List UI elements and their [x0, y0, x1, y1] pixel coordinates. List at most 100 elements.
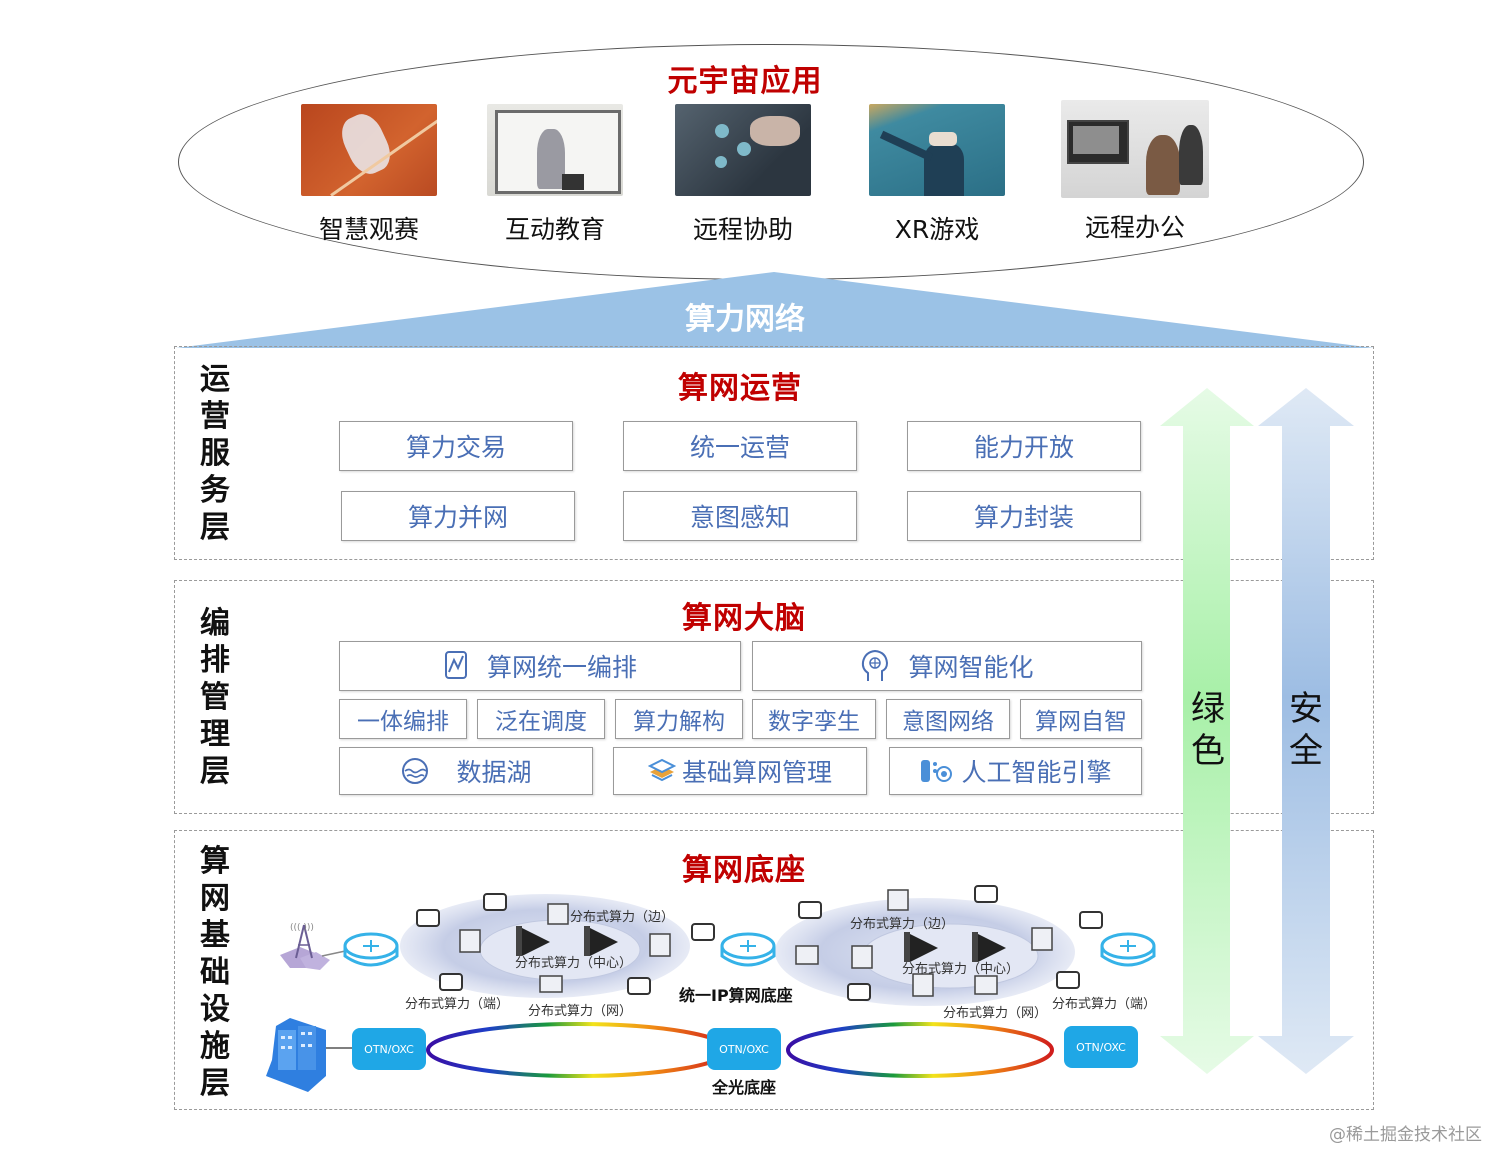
ops-item-compute-trading[interactable]: 算力交易 [339, 421, 573, 471]
brain-item-basic-management[interactable]: 基础算网管理 [613, 747, 867, 795]
brain-item-label: 基础算网管理 [681, 758, 832, 787]
ops-item-compute-grid-connection[interactable]: 算力并网 [341, 491, 575, 541]
app-label: XR游戏 [894, 215, 980, 244]
label-char: 排 [200, 643, 230, 678]
side-arrows [1160, 388, 1354, 1074]
brain-subitem[interactable]: 一体编排 [339, 699, 467, 739]
label-char: 安 [1289, 689, 1323, 729]
router-icon [720, 932, 776, 967]
label-char: 层 [200, 510, 230, 545]
data-lake-icon [400, 756, 430, 786]
label-char: 础 [200, 955, 230, 990]
center-compute-label: 分布式算力（中心） [902, 962, 1020, 977]
label-char: 运 [200, 362, 230, 397]
label-char: 管 [200, 680, 230, 715]
teacher-whiteboard-photo [487, 104, 623, 196]
label-char: 网 [200, 881, 230, 916]
green-arrow-label: 绿 色 [1188, 688, 1228, 772]
otn-oxc-node: OTN/OXC [352, 1028, 426, 1070]
app-label: 远程协助 [692, 215, 793, 244]
security-double-arrow [1258, 388, 1354, 1074]
infrastructure-layer-label: 算 网 基 础 设 施 层 [197, 843, 233, 1102]
ops-item-compute-encapsulation[interactable]: 算力封装 [907, 491, 1141, 541]
cell-tower-icon: ((( ))) [280, 923, 330, 970]
optical-ring-right [786, 1022, 1054, 1078]
ops-item-capability-opening[interactable]: 能力开放 [907, 421, 1141, 471]
center-compute-icons [516, 926, 1006, 962]
label-char: 营 [200, 399, 230, 434]
network-compute-label: 分布式算力（网） [528, 1004, 633, 1019]
end-compute-label: 分布式算力（端） [1052, 997, 1157, 1012]
ai-engine-icon [919, 757, 953, 785]
edge-compute-label: 分布式算力（边） [850, 917, 955, 932]
watermark: @稀土掘金技术社区 [1329, 1125, 1482, 1145]
brain-subitem[interactable]: 算力解构 [615, 699, 743, 739]
brain-item-data-lake[interactable]: 数据湖 [339, 747, 593, 795]
label-char: 设 [200, 992, 230, 1027]
otn-oxc-node: OTN/OXC [707, 1028, 781, 1070]
app-item: 互动教育 [480, 104, 630, 246]
label-char: 算 [200, 844, 230, 879]
compute-network-banner [176, 272, 1374, 348]
brain-subitem[interactable]: 意图网络 [886, 699, 1010, 739]
label-char: 层 [200, 754, 230, 789]
edge-compute-label: 分布式算力（边） [570, 910, 675, 925]
svg-text:((( ))): ((( ))) [290, 923, 314, 933]
server-icons [459, 889, 1053, 997]
chart-document-icon [443, 650, 469, 682]
video-conference-photo [1061, 100, 1209, 198]
label-char: 施 [200, 1029, 230, 1064]
app-item: 远程办公 [1060, 100, 1210, 244]
terminal-device-icons [416, 885, 1103, 1001]
metaverse-title: 元宇宙应用 [667, 64, 823, 99]
hand-touch-interface-photo [675, 104, 811, 196]
vr-headset-player-photo [869, 104, 1005, 196]
brain-subitem[interactable]: 泛在调度 [477, 699, 605, 739]
optical-base-label: 全光底座 [712, 1078, 777, 1097]
infrastructure-title: 算网底座 [682, 853, 806, 888]
orchestration-layer: 编 排 管 理 层 算网大脑 算网统一编排 算网智能化 一体编排 泛在调度 算力… [174, 580, 1374, 814]
label-char: 服 [200, 436, 230, 471]
brain-item-intelligence[interactable]: 算网智能化 [752, 641, 1142, 691]
brain-item-unified-orchestration[interactable]: 算网统一编排 [339, 641, 741, 691]
label-char: 理 [200, 717, 230, 752]
app-item: XR游戏 [862, 104, 1012, 246]
brain-item-label: 数据湖 [456, 758, 532, 787]
label-char: 编 [200, 606, 230, 641]
operations-layer-label: 运 营 服 务 层 [197, 361, 233, 546]
green-double-arrow [1160, 388, 1254, 1074]
app-item: 远程协助 [668, 104, 818, 246]
label-char: 色 [1191, 731, 1225, 771]
label-char: 务 [200, 473, 230, 508]
router-icon [1100, 932, 1156, 967]
operations-title: 算网运营 [678, 371, 802, 406]
brain-item-label: 算网智能化 [908, 653, 1034, 682]
app-label: 远程办公 [1084, 213, 1185, 242]
ops-item-unified-operations[interactable]: 统一运营 [623, 421, 857, 471]
ip-base-label: 统一IP算网底座 [679, 986, 793, 1005]
brain-subitem[interactable]: 算网自智 [1020, 699, 1142, 739]
orchestration-layer-label: 编 排 管 理 层 [197, 605, 233, 790]
datacenter-building-icon [266, 1018, 326, 1092]
end-compute-label: 分布式算力（端） [405, 997, 510, 1012]
label-char: 绿 [1191, 689, 1225, 729]
router-icon [343, 932, 399, 967]
compute-network-label: 算力网络 [685, 302, 805, 337]
otn-oxc-node: OTN/OXC [1064, 1026, 1138, 1068]
security-arrow-label: 安 全 [1286, 688, 1326, 772]
brain-item-label: 人工智能引擎 [961, 758, 1112, 787]
brain-item-ai-engine[interactable]: 人工智能引擎 [889, 747, 1142, 795]
orchestration-title: 算网大脑 [682, 601, 806, 636]
label-char: 全 [1289, 731, 1323, 771]
infrastructure-layer: 算 网 基 础 设 施 层 算网底座 [174, 830, 1374, 1110]
ops-item-intent-awareness[interactable]: 意图感知 [623, 491, 857, 541]
layers-icon [647, 756, 676, 786]
center-compute-label: 分布式算力（中心） [515, 956, 633, 971]
operations-layer: 运 营 服 务 层 算网运营 算力交易 统一运营 能力开放 算力并网 意图感知 … [174, 346, 1374, 560]
label-char: 层 [200, 1066, 230, 1101]
network-compute-label: 分布式算力（网） [943, 1006, 1048, 1021]
brain-item-label: 算网统一编排 [486, 653, 637, 682]
infrastructure-diagram: ((( ))) [266, 885, 1156, 1092]
brain-subitem[interactable]: 数字孪生 [752, 699, 876, 739]
optical-ring-left [426, 1022, 730, 1078]
